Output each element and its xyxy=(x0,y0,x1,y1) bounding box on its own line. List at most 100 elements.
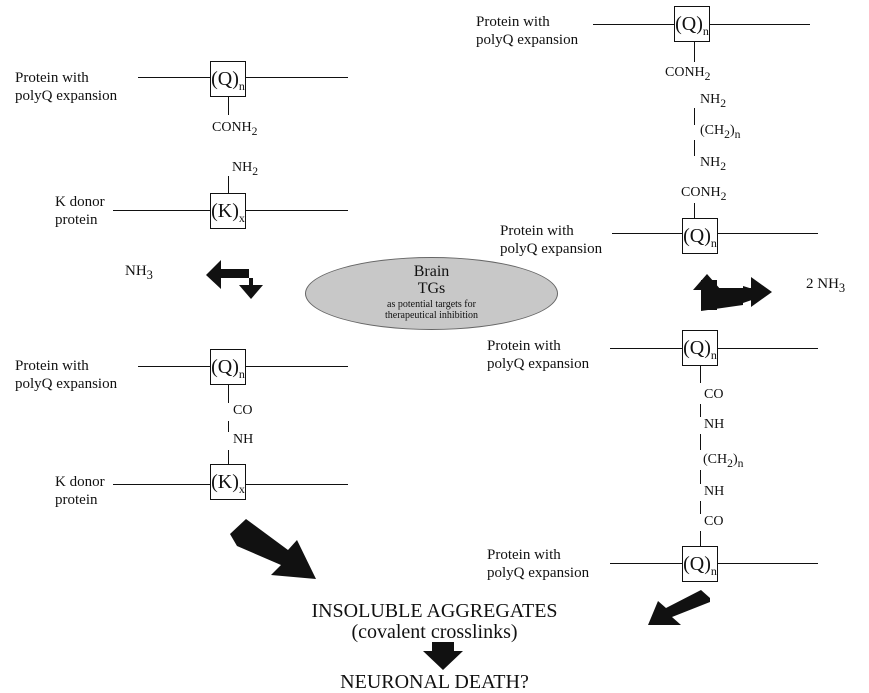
subscript: 2 xyxy=(720,159,727,173)
q-box-text: (Q) xyxy=(675,13,703,35)
ch2-text: (CH xyxy=(703,452,728,467)
subscript: 3 xyxy=(146,268,153,282)
nh2-text: NH xyxy=(700,92,721,107)
subscript: 2 xyxy=(704,69,711,83)
covalent-crosslinks-text: (covalent crosslinks) xyxy=(351,621,518,643)
chem-label: (CH2)n xyxy=(700,123,740,143)
q-box: (Q)n xyxy=(682,330,718,366)
chem-label: CO xyxy=(704,514,723,530)
ellipse-title-line1: Brain xyxy=(413,263,450,280)
protein-label-line2: polyQ expansion xyxy=(487,565,590,581)
subscript: 2 xyxy=(724,127,730,141)
ch2-close: ) xyxy=(732,452,738,467)
vertical-bond xyxy=(228,385,230,403)
connector-line xyxy=(593,24,674,26)
vertical-bond xyxy=(700,531,702,546)
protein-label-line1: Protein with xyxy=(487,547,561,563)
protein-label-line1: Protein with xyxy=(15,70,89,86)
right-mid-protein-label: Protein with polyQ expansion xyxy=(500,222,602,258)
chem-label: NH xyxy=(704,484,724,500)
vertical-bond xyxy=(700,434,702,450)
connector-line xyxy=(113,484,210,486)
nh2-text: NH xyxy=(232,160,253,175)
ch2-close: ) xyxy=(729,123,735,138)
nh-text: NH xyxy=(704,417,725,432)
q-box-subscript: n xyxy=(238,367,245,381)
vertical-bond xyxy=(228,421,230,432)
vertical-bond xyxy=(700,366,702,383)
vertical-bond xyxy=(228,176,230,194)
q-box-text: (Q) xyxy=(683,553,711,575)
q-box-text: (Q) xyxy=(211,356,239,378)
protein-label-line1: Protein with xyxy=(15,358,89,374)
nh3-right-text: 2 NH xyxy=(806,276,839,292)
connector-line xyxy=(138,366,210,368)
vertical-bond xyxy=(694,140,696,156)
right-top-protein-label: Protein with polyQ expansion xyxy=(476,13,578,49)
conh2-text: CONH xyxy=(212,120,252,135)
left-byproduct: NH3 xyxy=(125,262,153,284)
connector-line xyxy=(246,366,348,368)
q-box: (Q)n xyxy=(682,218,718,254)
connector-line xyxy=(246,77,348,79)
chem-label: NH xyxy=(233,432,253,448)
vertical-bond xyxy=(694,108,696,125)
vertical-bond xyxy=(694,203,696,219)
protein-label-line2: polyQ expansion xyxy=(487,356,590,372)
subscript: 2 xyxy=(251,124,258,138)
chem-label: CO xyxy=(233,403,252,419)
k-label-line2: protein xyxy=(55,492,98,508)
ellipse-subtitle-line1: as potential targets for xyxy=(387,299,476,310)
connector-line xyxy=(718,348,818,350)
k-label-line1: K donor xyxy=(55,194,105,210)
q-box-text: (Q) xyxy=(683,225,711,247)
k-box: (K)x xyxy=(210,464,246,500)
conh2-text: CONH xyxy=(681,185,721,200)
left-bottom-k-donor-label: K donor protein xyxy=(55,473,105,509)
q-box-subscript: n xyxy=(710,564,717,578)
chem-label: CONH2 xyxy=(681,185,727,205)
q-box: (Q)n xyxy=(674,6,710,42)
q-box-text: (Q) xyxy=(683,337,711,359)
nh3-left-text: NH xyxy=(125,263,147,279)
k-label-line2: protein xyxy=(55,212,98,228)
protein-label-line1: Protein with xyxy=(500,223,574,239)
chem-label: CONH2 xyxy=(212,120,258,140)
nh-text: NH xyxy=(704,484,725,499)
subscript-n: n xyxy=(734,127,741,141)
connector-line xyxy=(246,484,348,486)
chem-label: CO xyxy=(704,387,723,403)
protein-label-line1: Protein with xyxy=(476,14,550,30)
k-box-text: (K) xyxy=(211,471,239,493)
connector-line xyxy=(710,24,810,26)
q-box-text: (Q) xyxy=(211,68,239,90)
vertical-bond xyxy=(700,404,702,417)
ch2-text: (CH xyxy=(700,123,725,138)
q-box: (Q)n xyxy=(210,61,246,97)
protein-label-line2: polyQ expansion xyxy=(500,241,603,257)
protein-label-line2: polyQ expansion xyxy=(15,88,118,104)
protein-label-line2: polyQ expansion xyxy=(15,376,118,392)
right-lower-protein-label: Protein with polyQ expansion xyxy=(487,337,589,373)
down-right-arrow-icon xyxy=(230,519,316,579)
nh-text: NH xyxy=(233,432,254,447)
right-byproduct: 2 NH3 xyxy=(806,275,845,297)
chem-label: NH2 xyxy=(232,160,258,180)
vertical-bond xyxy=(700,501,702,514)
connector-line xyxy=(612,233,682,235)
q-box-subscript: n xyxy=(710,236,717,250)
co-text: CO xyxy=(233,403,253,418)
subscript: 2 xyxy=(727,456,733,470)
k-box-subscript: x xyxy=(238,482,245,496)
connector-line xyxy=(718,233,818,235)
vertical-bond xyxy=(694,42,696,62)
left-bottom-protein-label: Protein with polyQ expansion xyxy=(15,357,117,393)
connector-line xyxy=(113,210,210,212)
down-left-arrow-icon xyxy=(648,590,710,625)
q-box: (Q)n xyxy=(682,546,718,582)
nh2-text: NH xyxy=(700,155,721,170)
insoluble-aggregates-text: INSOLUBLE AGGREGATES xyxy=(311,600,558,622)
subscript: 2 xyxy=(720,189,727,203)
ellipse-subtitle-line2: therapeutical inhibition xyxy=(384,310,479,321)
